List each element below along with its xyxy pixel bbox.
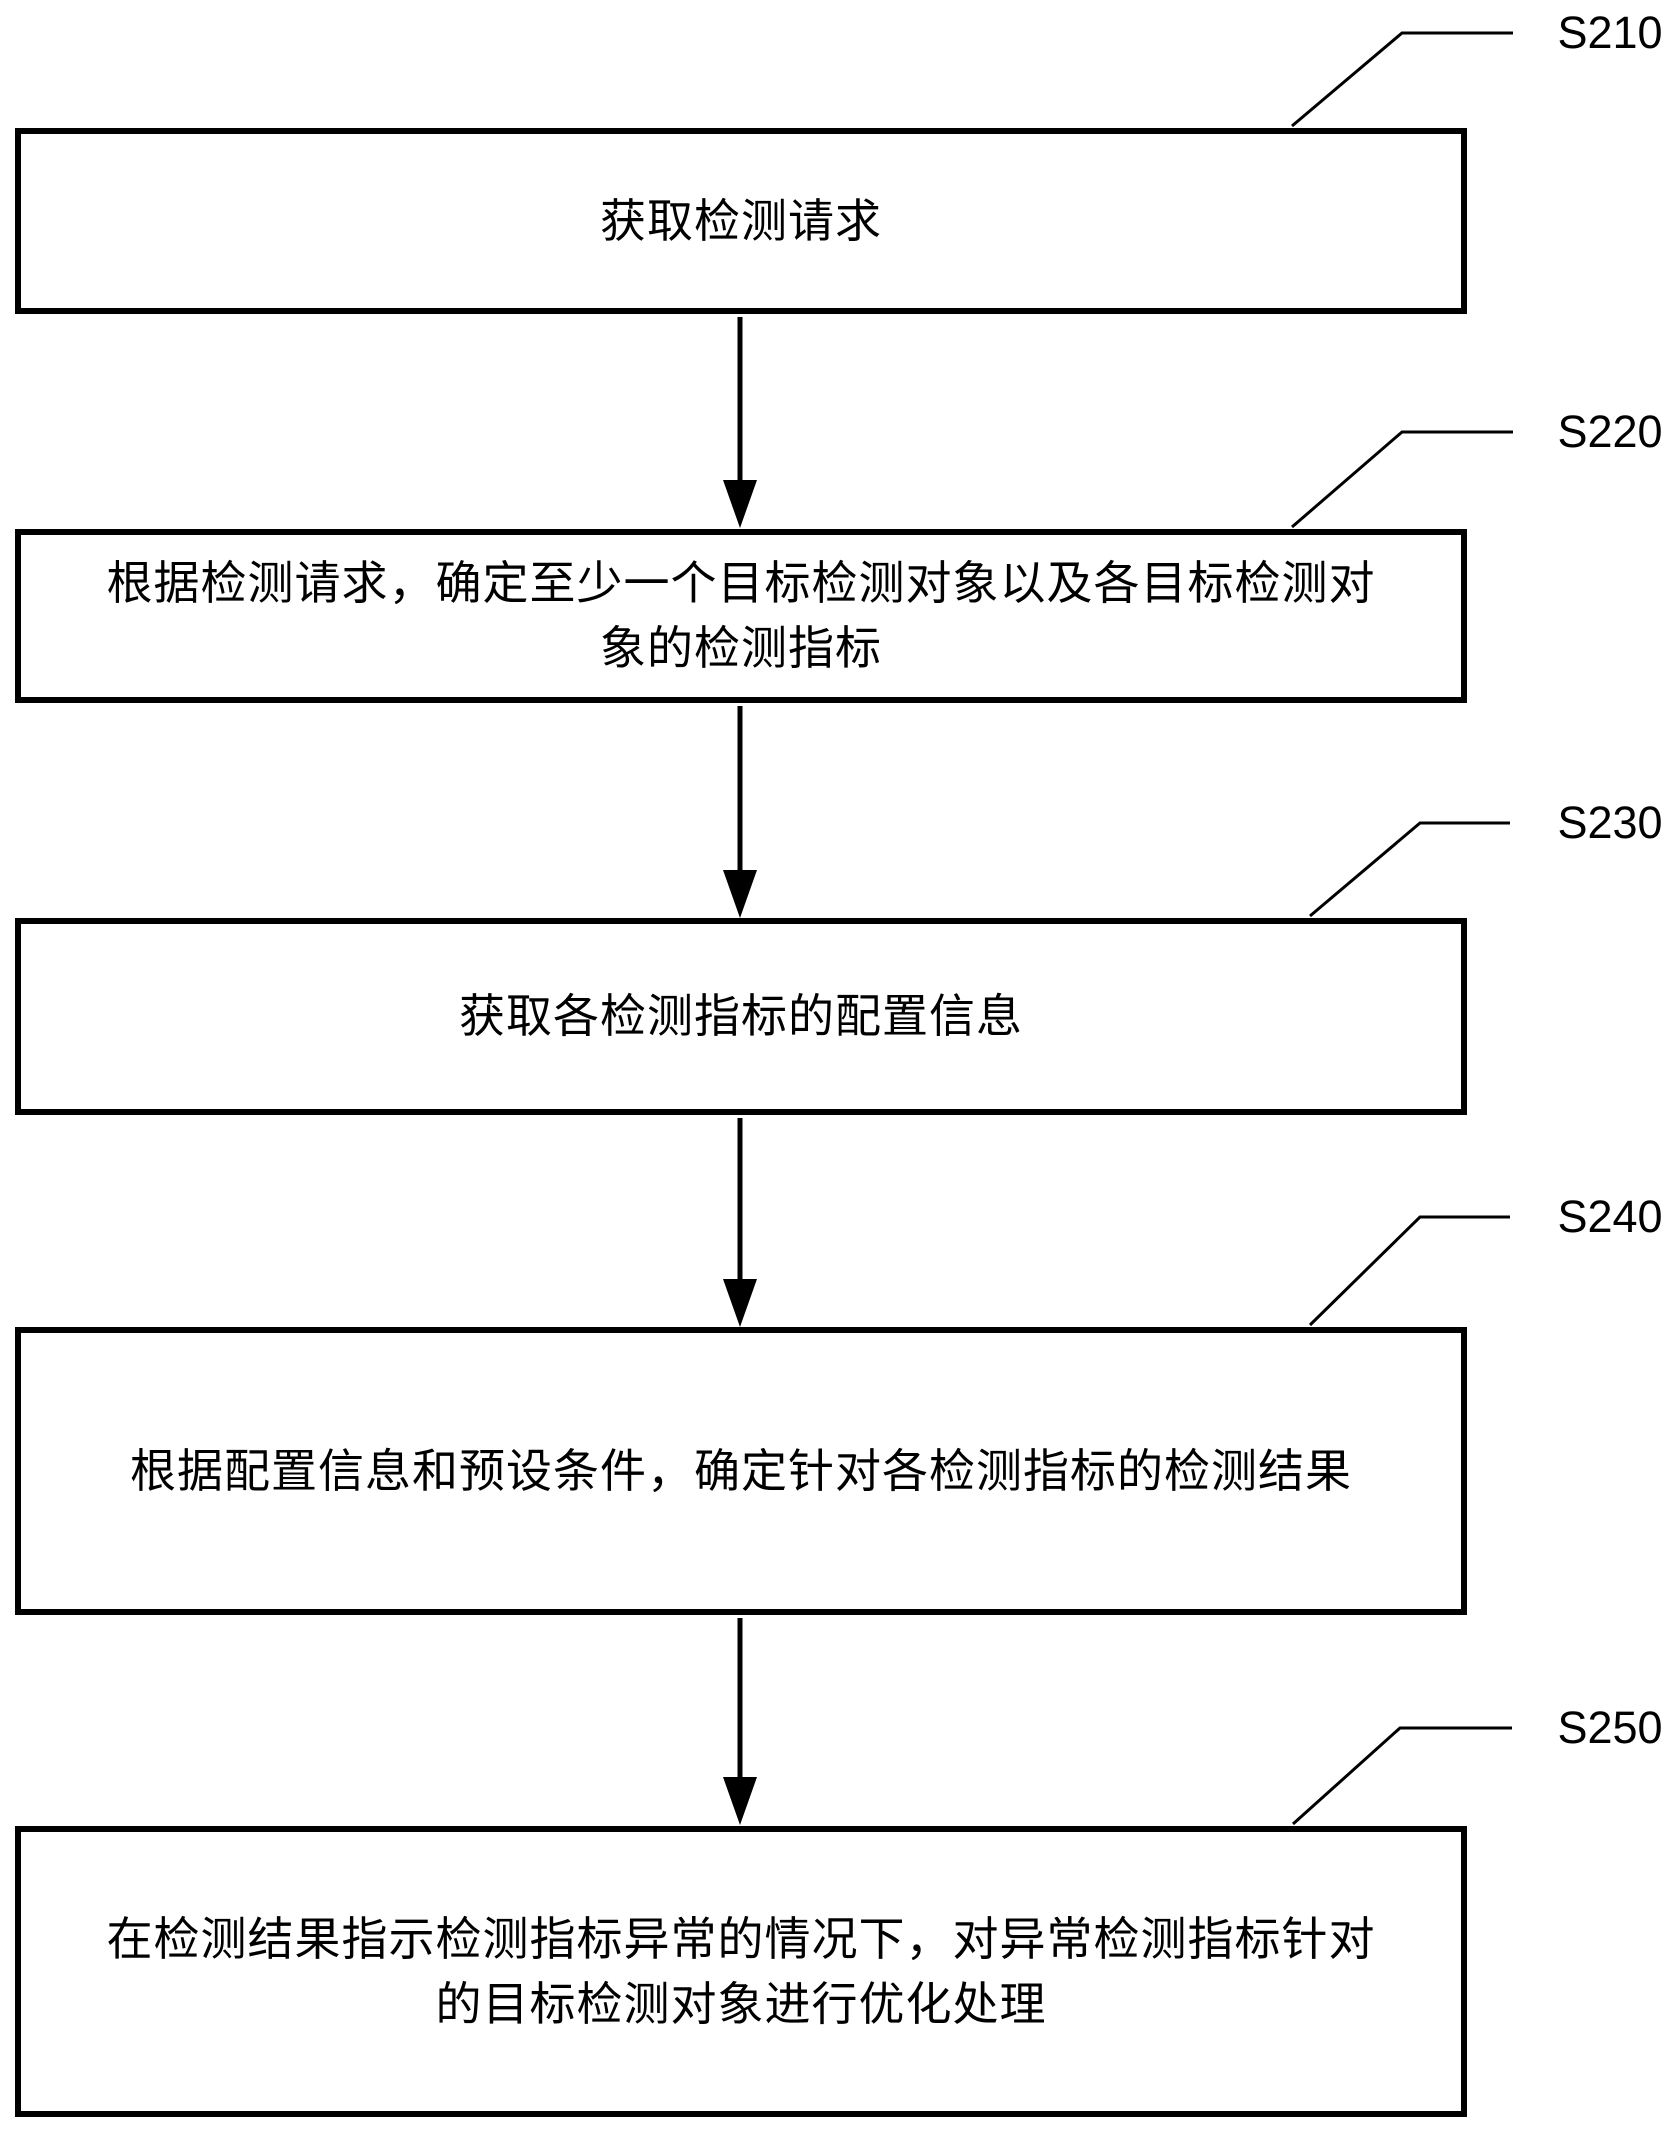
leader-line-s230 (1309, 821, 1510, 918)
flow-step-text-s210: 获取检测请求 (600, 194, 882, 247)
step-id-label-s230: S230 (1557, 797, 1663, 848)
flow-step-box-s210: 获取检测请求 (15, 128, 1467, 314)
flow-arrow-3 (723, 1118, 757, 1327)
step-id-label-s240: S240 (1557, 1191, 1663, 1242)
flow-step-text-s220: 根据检测请求，确定至少一个目标检测对象以及各目标检测对象的检测指标 (106, 557, 1376, 674)
step-id-label-s210: S210 (1557, 7, 1663, 58)
flow-step-text-s250: 在检测结果指示检测指标异常的情况下，对异常检测指标针对的目标检测对象进行优化处理 (106, 1912, 1376, 2030)
flow-step-box-s230: 获取各检测指标的配置信息 (15, 918, 1467, 1115)
flow-step-text-s230: 获取各检测指标的配置信息 (459, 990, 1023, 1042)
leader-line-s220 (1291, 430, 1513, 529)
step-id-label-s250: S250 (1557, 1702, 1663, 1753)
flow-step-box-s240: 根据配置信息和预设条件，确定针对各检测指标的检测结果 (15, 1327, 1467, 1615)
step-id-label-s220: S220 (1557, 406, 1663, 457)
flow-step-box-s220: 根据检测请求，确定至少一个目标检测对象以及各目标检测对象的检测指标 (15, 529, 1467, 703)
leader-line-s240 (1308, 1215, 1510, 1327)
flow-arrow-2 (723, 706, 757, 918)
flow-step-box-s250: 在检测结果指示检测指标异常的情况下，对异常检测指标针对的目标检测对象进行优化处理 (15, 1826, 1467, 2117)
flow-step-text-s240: 根据配置信息和预设条件，确定针对各检测指标的检测结果 (130, 1444, 1352, 1497)
leader-line-s210 (1291, 31, 1513, 128)
leader-line-s250 (1291, 1726, 1512, 1826)
flow-arrow-1 (723, 317, 757, 528)
flow-arrow-4 (723, 1618, 757, 1825)
